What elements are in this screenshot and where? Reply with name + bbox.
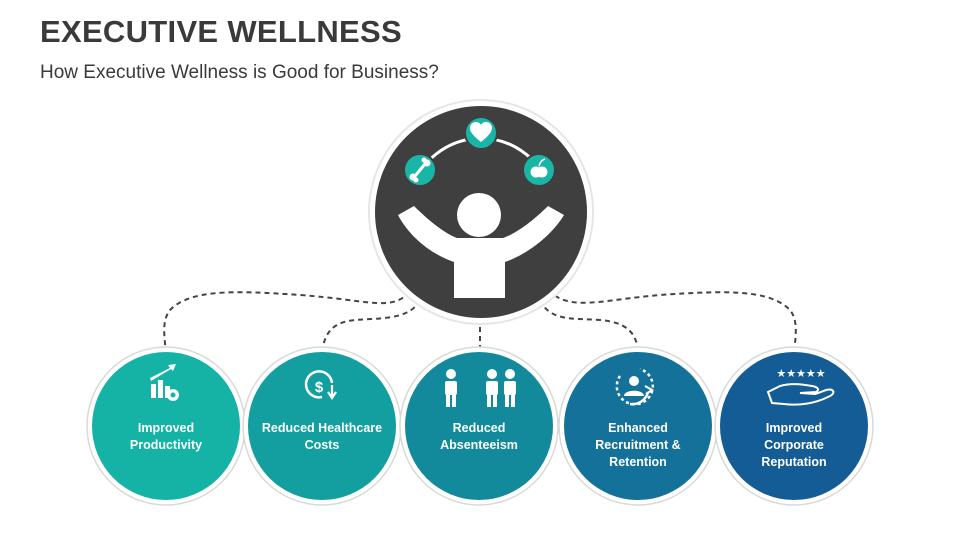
connector-4 bbox=[539, 299, 639, 353]
page-subtitle: How Executive Wellness is Good for Busin… bbox=[40, 62, 439, 83]
user-cycle-icon bbox=[615, 367, 655, 406]
person-juggling-wellness-icon bbox=[398, 193, 564, 298]
dumbbell-icon bbox=[403, 153, 437, 187]
connector-2 bbox=[321, 299, 421, 353]
connector-1 bbox=[163, 291, 411, 353]
benefit-node-reputation: ★★★★★ bbox=[714, 346, 874, 506]
benefit-node-absenteeism bbox=[399, 346, 559, 506]
benefit-node-productivity bbox=[86, 346, 246, 506]
dollar-decrease-icon: $ bbox=[304, 370, 337, 400]
svg-text:★★★★★: ★★★★★ bbox=[776, 367, 825, 380]
svg-text:$: $ bbox=[315, 379, 324, 396]
connector-5 bbox=[547, 289, 797, 353]
benefit-label-reputation: Improved Corporate Reputation bbox=[761, 421, 827, 469]
benefit-node-healthcare-costs: $ bbox=[242, 346, 402, 506]
benefit-label-healthcare-costs: Reduced Healthcare Costs bbox=[261, 421, 383, 452]
benefit-label-productivity: Improved Productivity bbox=[129, 421, 203, 452]
hand-stars-icon: ★★★★★ bbox=[766, 367, 835, 406]
benefit-circles: $ bbox=[86, 346, 874, 506]
hub bbox=[368, 99, 594, 325]
benefit-label-absenteeism: Reduced Absenteeism bbox=[440, 421, 518, 452]
heart-icon bbox=[464, 116, 498, 150]
benefit-label-recruitment: Enhanced Recruitment & Retention bbox=[595, 421, 681, 469]
page-title: EXECUTIVE WELLNESS bbox=[40, 14, 402, 49]
apple-icon bbox=[522, 153, 556, 187]
growth-chart-gear-icon bbox=[150, 364, 179, 401]
people-icon bbox=[445, 369, 516, 407]
